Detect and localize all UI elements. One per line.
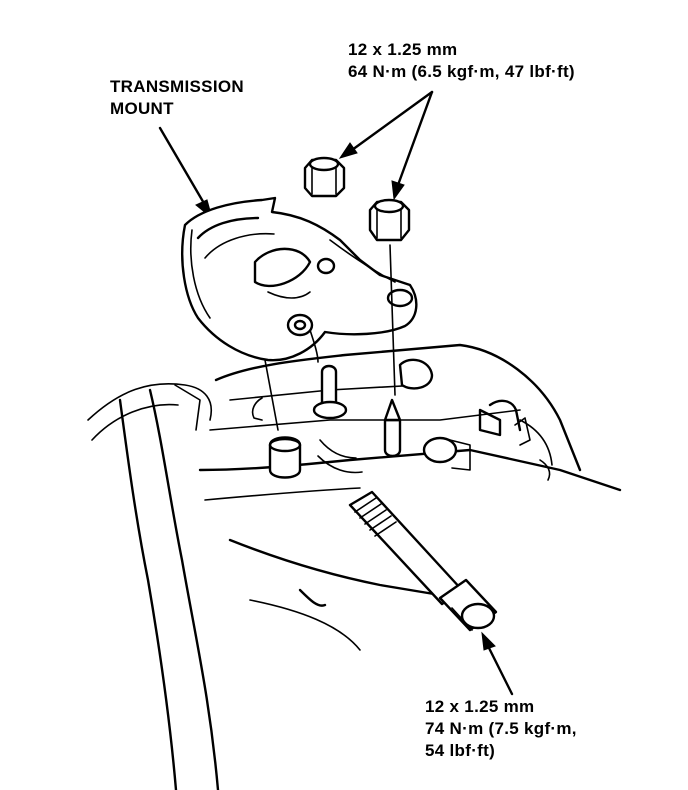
mount-label-line-1: TRANSMISSION: [110, 77, 244, 96]
nuts-torque-text: 64 N·m (6.5 kgf·m, 47 lbf·ft): [348, 62, 575, 81]
nut1-leader-line: [350, 90, 434, 152]
transmission-mount: [181, 196, 418, 363]
bolt-torque-text-1: 74 N·m (7.5 kgf·m,: [425, 719, 577, 738]
through-bolt-torque-label: 12 x 1.25 mm 74 N·m (7.5 kgf·m, 54 lbf·f…: [425, 696, 577, 762]
mount-leader-line: [158, 126, 207, 207]
mount-nuts-torque-label: 12 x 1.25 mm 64 N·m (6.5 kgf·m, 47 lbf·f…: [348, 39, 575, 83]
mounting-studs: [268, 436, 363, 479]
nuts-size-text: 12 x 1.25 mm: [348, 40, 458, 59]
mount-nut-2: [368, 198, 411, 242]
nut2-arrowhead: [391, 180, 405, 201]
bolt-torque-text-2: 54 lbf·ft): [425, 741, 496, 760]
mount-label-line-2: MOUNT: [110, 99, 174, 118]
nut1-arrowhead: [338, 142, 358, 159]
bolt-size-text: 12 x 1.25 mm: [425, 697, 535, 716]
bolt-arrowhead: [481, 631, 496, 651]
bolt-leader-line: [486, 644, 514, 696]
subframe-structure: [87, 343, 622, 790]
alignment-lines: [251, 244, 396, 431]
through-bolt: [348, 490, 498, 632]
mount-nut-1: [303, 156, 346, 198]
nut2-leader-line: [396, 90, 434, 187]
transmission-mount-label: TRANSMISSION MOUNT: [110, 76, 244, 120]
